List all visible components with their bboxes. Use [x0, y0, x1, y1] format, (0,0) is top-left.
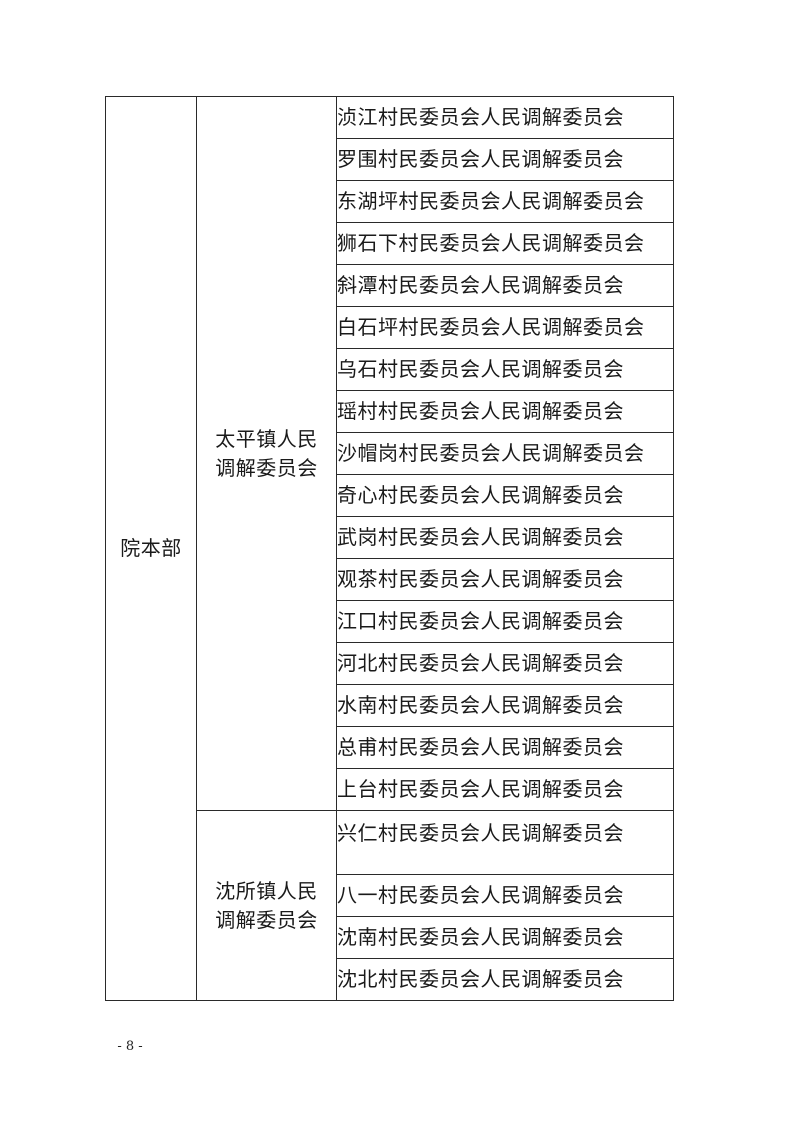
table-row: 沈南村民委员会人民调解委员会 — [106, 916, 674, 959]
village-committee-cell: 罗围村民委员会人民调解委员会 — [336, 138, 674, 181]
town-committee-cell-taiping: 太平镇人民 调解委员会 — [196, 96, 337, 811]
village-committee-cell: 河北村民委员会人民调解委员会 — [336, 642, 674, 685]
court-unit-cell: 院本部 — [105, 96, 197, 1001]
table-row: 观茶村民委员会人民调解委员会 — [106, 558, 674, 601]
town-name-line1: 太平镇人民 — [215, 426, 318, 451]
village-committee-cell: 狮石下村民委员会人民调解委员会 — [336, 222, 674, 265]
table-row: 武岗村民委员会人民调解委员会 — [106, 516, 674, 559]
village-committee-cell: 浈江村民委员会人民调解委员会 — [336, 96, 674, 139]
village-committee-cell: 水南村民委员会人民调解委员会 — [336, 684, 674, 727]
village-committee-cell: 观茶村民委员会人民调解委员会 — [336, 558, 674, 601]
table-row: 罗围村民委员会人民调解委员会 — [106, 138, 674, 181]
town-name-line1: 沈所镇人民 — [215, 878, 318, 903]
page-number: - 8 - — [117, 1039, 143, 1054]
table-row: 狮石下村民委员会人民调解委员会 — [106, 222, 674, 265]
village-committee-cell: 沙帽岗村民委员会人民调解委员会 — [336, 432, 674, 475]
table-row: 沙帽岗村民委员会人民调解委员会 — [106, 432, 674, 475]
village-committee-cell: 斜潭村民委员会人民调解委员会 — [336, 264, 674, 307]
village-committee-cell: 武岗村民委员会人民调解委员会 — [336, 516, 674, 559]
village-committee-cell: 瑶村村民委员会人民调解委员会 — [336, 390, 674, 433]
village-committee-cell: 奇心村民委员会人民调解委员会 — [336, 474, 674, 517]
table-row: 总甫村民委员会人民调解委员会 — [106, 726, 674, 769]
table-row: 上台村民委员会人民调解委员会 — [106, 768, 674, 811]
village-committee-cell: 江口村民委员会人民调解委员会 — [336, 600, 674, 643]
village-committee-cell: 白石坪村民委员会人民调解委员会 — [336, 306, 674, 349]
town-name-line2: 调解委员会 — [215, 907, 318, 932]
table-row: 院本部 太平镇人民 调解委员会 浈江村民委员会人民调解委员会 — [105, 96, 674, 1001]
table-row: 东湖坪村民委员会人民调解委员会 — [106, 180, 674, 223]
table-row: 河北村民委员会人民调解委员会 — [106, 642, 674, 685]
table-row: 江口村民委员会人民调解委员会 — [106, 600, 674, 643]
village-committee-cell: 乌石村民委员会人民调解委员会 — [336, 348, 674, 391]
table-row: 沈所镇人民 调解委员会 兴仁村民委员会人民调解委员会 — [106, 810, 674, 1001]
table-row: 沈北村民委员会人民调解委员会 — [106, 958, 674, 1001]
table-row: 八一村民委员会人民调解委员会 — [106, 874, 674, 917]
village-committee-cell: 总甫村民委员会人民调解委员会 — [336, 726, 674, 769]
table-row: 奇心村民委员会人民调解委员会 — [106, 474, 674, 517]
village-committee-cell: 东湖坪村民委员会人民调解委员会 — [336, 180, 674, 223]
village-committee-cell: 上台村民委员会人民调解委员会 — [336, 768, 674, 811]
table-row: 乌石村民委员会人民调解委员会 — [106, 348, 674, 391]
mediation-committee-table: 院本部 太平镇人民 调解委员会 浈江村民委员会人民调解委员会 罗围村民委员会人民… — [105, 96, 674, 1001]
table-row: 水南村民委员会人民调解委员会 — [106, 684, 674, 727]
town-committee-cell-shensuo: 沈所镇人民 调解委员会 — [196, 810, 337, 1001]
village-committee-cell: 沈南村民委员会人民调解委员会 — [336, 916, 674, 959]
village-committee-cell: 兴仁村民委员会人民调解委员会 — [336, 810, 674, 875]
town-name-line2: 调解委员会 — [215, 455, 318, 480]
village-committee-cell: 八一村民委员会人民调解委员会 — [336, 874, 674, 917]
village-committee-cell: 沈北村民委员会人民调解委员会 — [336, 958, 674, 1001]
